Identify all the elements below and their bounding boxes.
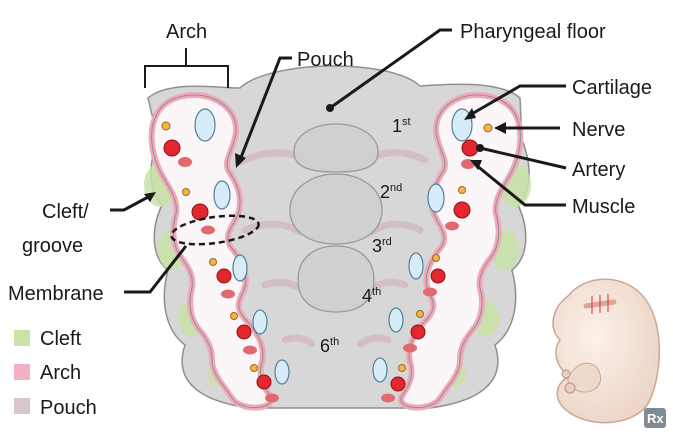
muscle bbox=[423, 287, 437, 297]
muscle bbox=[201, 225, 215, 235]
membrane-label: Membrane bbox=[8, 283, 104, 305]
artery bbox=[390, 376, 406, 392]
nerve bbox=[250, 364, 258, 372]
leader-endpoints bbox=[326, 104, 484, 152]
left-arch-structures bbox=[161, 108, 290, 403]
cartilage bbox=[388, 307, 404, 333]
cleft-groove-label-line1: Cleft/ bbox=[42, 201, 89, 223]
muscle bbox=[221, 289, 235, 299]
cartilage bbox=[194, 108, 216, 142]
muscle bbox=[243, 345, 257, 355]
ordinal-3: 3rd bbox=[372, 236, 392, 256]
nerve bbox=[432, 254, 440, 262]
membrane-outline bbox=[170, 214, 260, 246]
rx-logo: Rx bbox=[644, 408, 666, 428]
legend-swatch-arch bbox=[14, 364, 30, 380]
artery bbox=[163, 139, 181, 157]
cartilage bbox=[372, 357, 388, 383]
nerve bbox=[398, 364, 406, 372]
embryo-illustration bbox=[552, 278, 660, 424]
pouch-label: Pouch bbox=[297, 49, 354, 71]
artery-label: Artery bbox=[572, 159, 625, 181]
muscle bbox=[265, 393, 279, 403]
cartilage bbox=[408, 252, 424, 280]
legend-label-pouch: Pouch bbox=[40, 397, 97, 419]
muscle bbox=[381, 393, 395, 403]
nerve bbox=[230, 312, 238, 320]
artery bbox=[410, 324, 426, 340]
ordinal-6: 6th bbox=[320, 336, 339, 356]
ordinal-4: 4th bbox=[362, 286, 381, 306]
artery bbox=[256, 374, 272, 390]
cartilage bbox=[213, 180, 231, 210]
muscle bbox=[445, 221, 459, 231]
nerve bbox=[161, 121, 171, 131]
cartilage-label: Cartilage bbox=[572, 77, 652, 99]
muscle bbox=[178, 157, 192, 167]
muscle bbox=[403, 343, 417, 353]
artery bbox=[236, 324, 252, 340]
cartilage bbox=[427, 183, 445, 213]
muscle-label: Muscle bbox=[572, 196, 635, 218]
nerve bbox=[209, 258, 217, 266]
legend-label-arch: Arch bbox=[40, 362, 81, 384]
cartilage bbox=[232, 254, 248, 282]
nerve bbox=[483, 123, 493, 133]
ordinal-1: 1st bbox=[392, 116, 411, 136]
artery bbox=[430, 268, 446, 284]
artery bbox=[453, 201, 471, 219]
rx-logo-text: Rx bbox=[647, 411, 664, 426]
legend-label-cleft: Cleft bbox=[40, 328, 82, 350]
nerve bbox=[458, 186, 466, 194]
leader-lines bbox=[110, 28, 567, 294]
pharyngeal-floor-label: Pharyngeal floor bbox=[460, 21, 606, 43]
legend-swatch-cleft bbox=[14, 330, 30, 346]
pharyngeal-floor-bulges bbox=[289, 123, 383, 313]
cartilage bbox=[252, 309, 268, 335]
legend-swatch-pouch bbox=[14, 398, 30, 414]
artery bbox=[216, 268, 232, 284]
cartilage bbox=[274, 359, 290, 385]
nerve bbox=[182, 188, 190, 196]
ordinal-2: 2nd bbox=[380, 182, 402, 202]
artery bbox=[461, 139, 479, 157]
artery bbox=[191, 203, 209, 221]
legend: Cleft Arch Pouch bbox=[14, 328, 97, 419]
cleft-groove-label-line2: groove bbox=[22, 235, 83, 257]
nerve bbox=[416, 310, 424, 318]
nerve-label: Nerve bbox=[572, 119, 625, 141]
arch-bracket bbox=[144, 48, 229, 88]
arch-label: Arch bbox=[166, 21, 207, 43]
leader-arrowheads bbox=[144, 108, 506, 202]
arch-ordinals: 1st 2nd 3rd 4th 6th bbox=[320, 116, 411, 356]
